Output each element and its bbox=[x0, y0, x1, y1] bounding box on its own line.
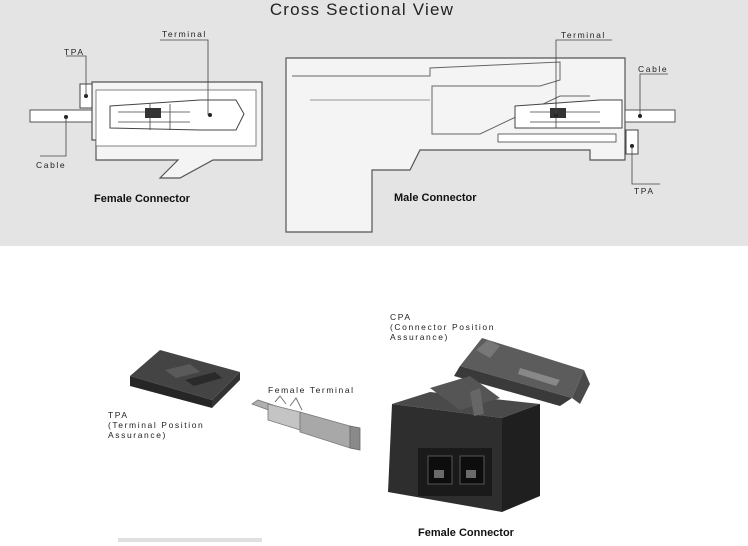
male-terminal-section bbox=[514, 99, 623, 129]
tpa-part-image bbox=[130, 350, 240, 408]
female-connector-caption: Female Connector bbox=[94, 193, 190, 205]
female-tpa-label: TPA bbox=[64, 47, 85, 57]
cpa-part-label: CPA (Connector Position Assurance) bbox=[390, 312, 496, 342]
female-terminal-image bbox=[251, 395, 361, 451]
male-cable-label: Cable bbox=[638, 64, 669, 74]
cpa-part-image bbox=[454, 338, 590, 406]
male-cross-section bbox=[285, 39, 676, 233]
male-tpa-label: TPA bbox=[634, 186, 655, 196]
male-cable bbox=[624, 109, 676, 123]
female-terminal-label: Terminal bbox=[162, 29, 207, 39]
male-housing bbox=[285, 57, 626, 233]
male-terminal-label: Terminal bbox=[561, 30, 606, 40]
female-terminal-section bbox=[109, 99, 245, 131]
female-connector-part-caption: Female Connector bbox=[418, 527, 514, 539]
female-cable-label: Cable bbox=[36, 160, 67, 170]
tpa-part-label: TPA (Terminal Position Assurance) bbox=[108, 410, 205, 440]
page-title: Cross Sectional View bbox=[269, 0, 455, 19]
female-cross-section bbox=[29, 39, 263, 179]
female-terminal-part-label: Female Terminal bbox=[268, 385, 355, 395]
female-connector-image bbox=[388, 376, 540, 512]
male-connector-caption: Male Connector bbox=[394, 192, 477, 204]
